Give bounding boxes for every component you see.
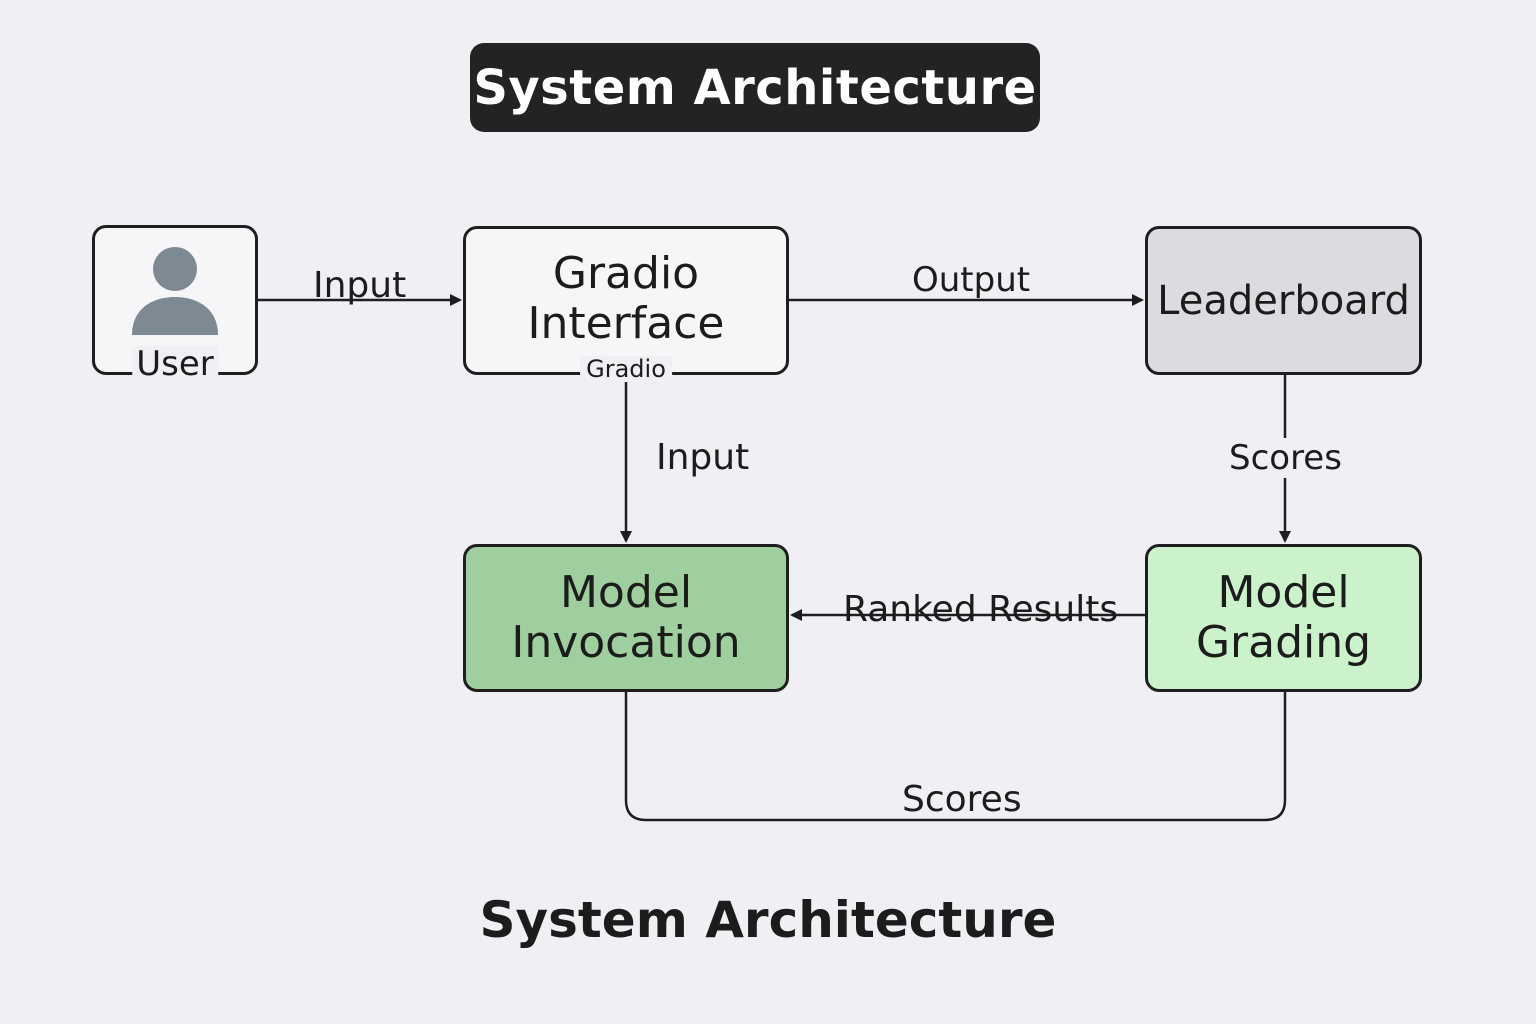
gradio-sublabel: Gradio [580, 356, 672, 382]
model-invocation-label: Model Invocation [511, 567, 741, 668]
model-grading-label: Model Grading [1195, 567, 1372, 668]
leaderboard-node: Leaderboard [1145, 226, 1422, 375]
gradio-interface-node: Gradio Interface Gradio [463, 226, 789, 382]
leaderboard-label: Leaderboard [1157, 277, 1410, 324]
edge-label-output: Output [912, 260, 1031, 300]
user-label: User [132, 346, 218, 382]
gradio-interface-label: Gradio Interface [527, 248, 725, 349]
user-node: User [92, 225, 258, 382]
model-invocation-node: Model Invocation [463, 544, 789, 692]
edge-label-leaderboard-scores: Scores [1229, 438, 1342, 478]
model-grading-node: Model Grading [1145, 544, 1422, 692]
title-banner: System Architecture [470, 43, 1040, 132]
user-icon [132, 247, 218, 335]
edge-label-ranked-results: Ranked Results [843, 589, 1119, 630]
page-title: System Architecture [473, 59, 1037, 116]
edge-label-bottom-scores: Scores [902, 779, 1022, 820]
edge-label-gradio-input: Input [656, 437, 750, 478]
footer-caption: System Architecture [479, 891, 1057, 949]
edge-label-user-input: Input [313, 265, 407, 306]
